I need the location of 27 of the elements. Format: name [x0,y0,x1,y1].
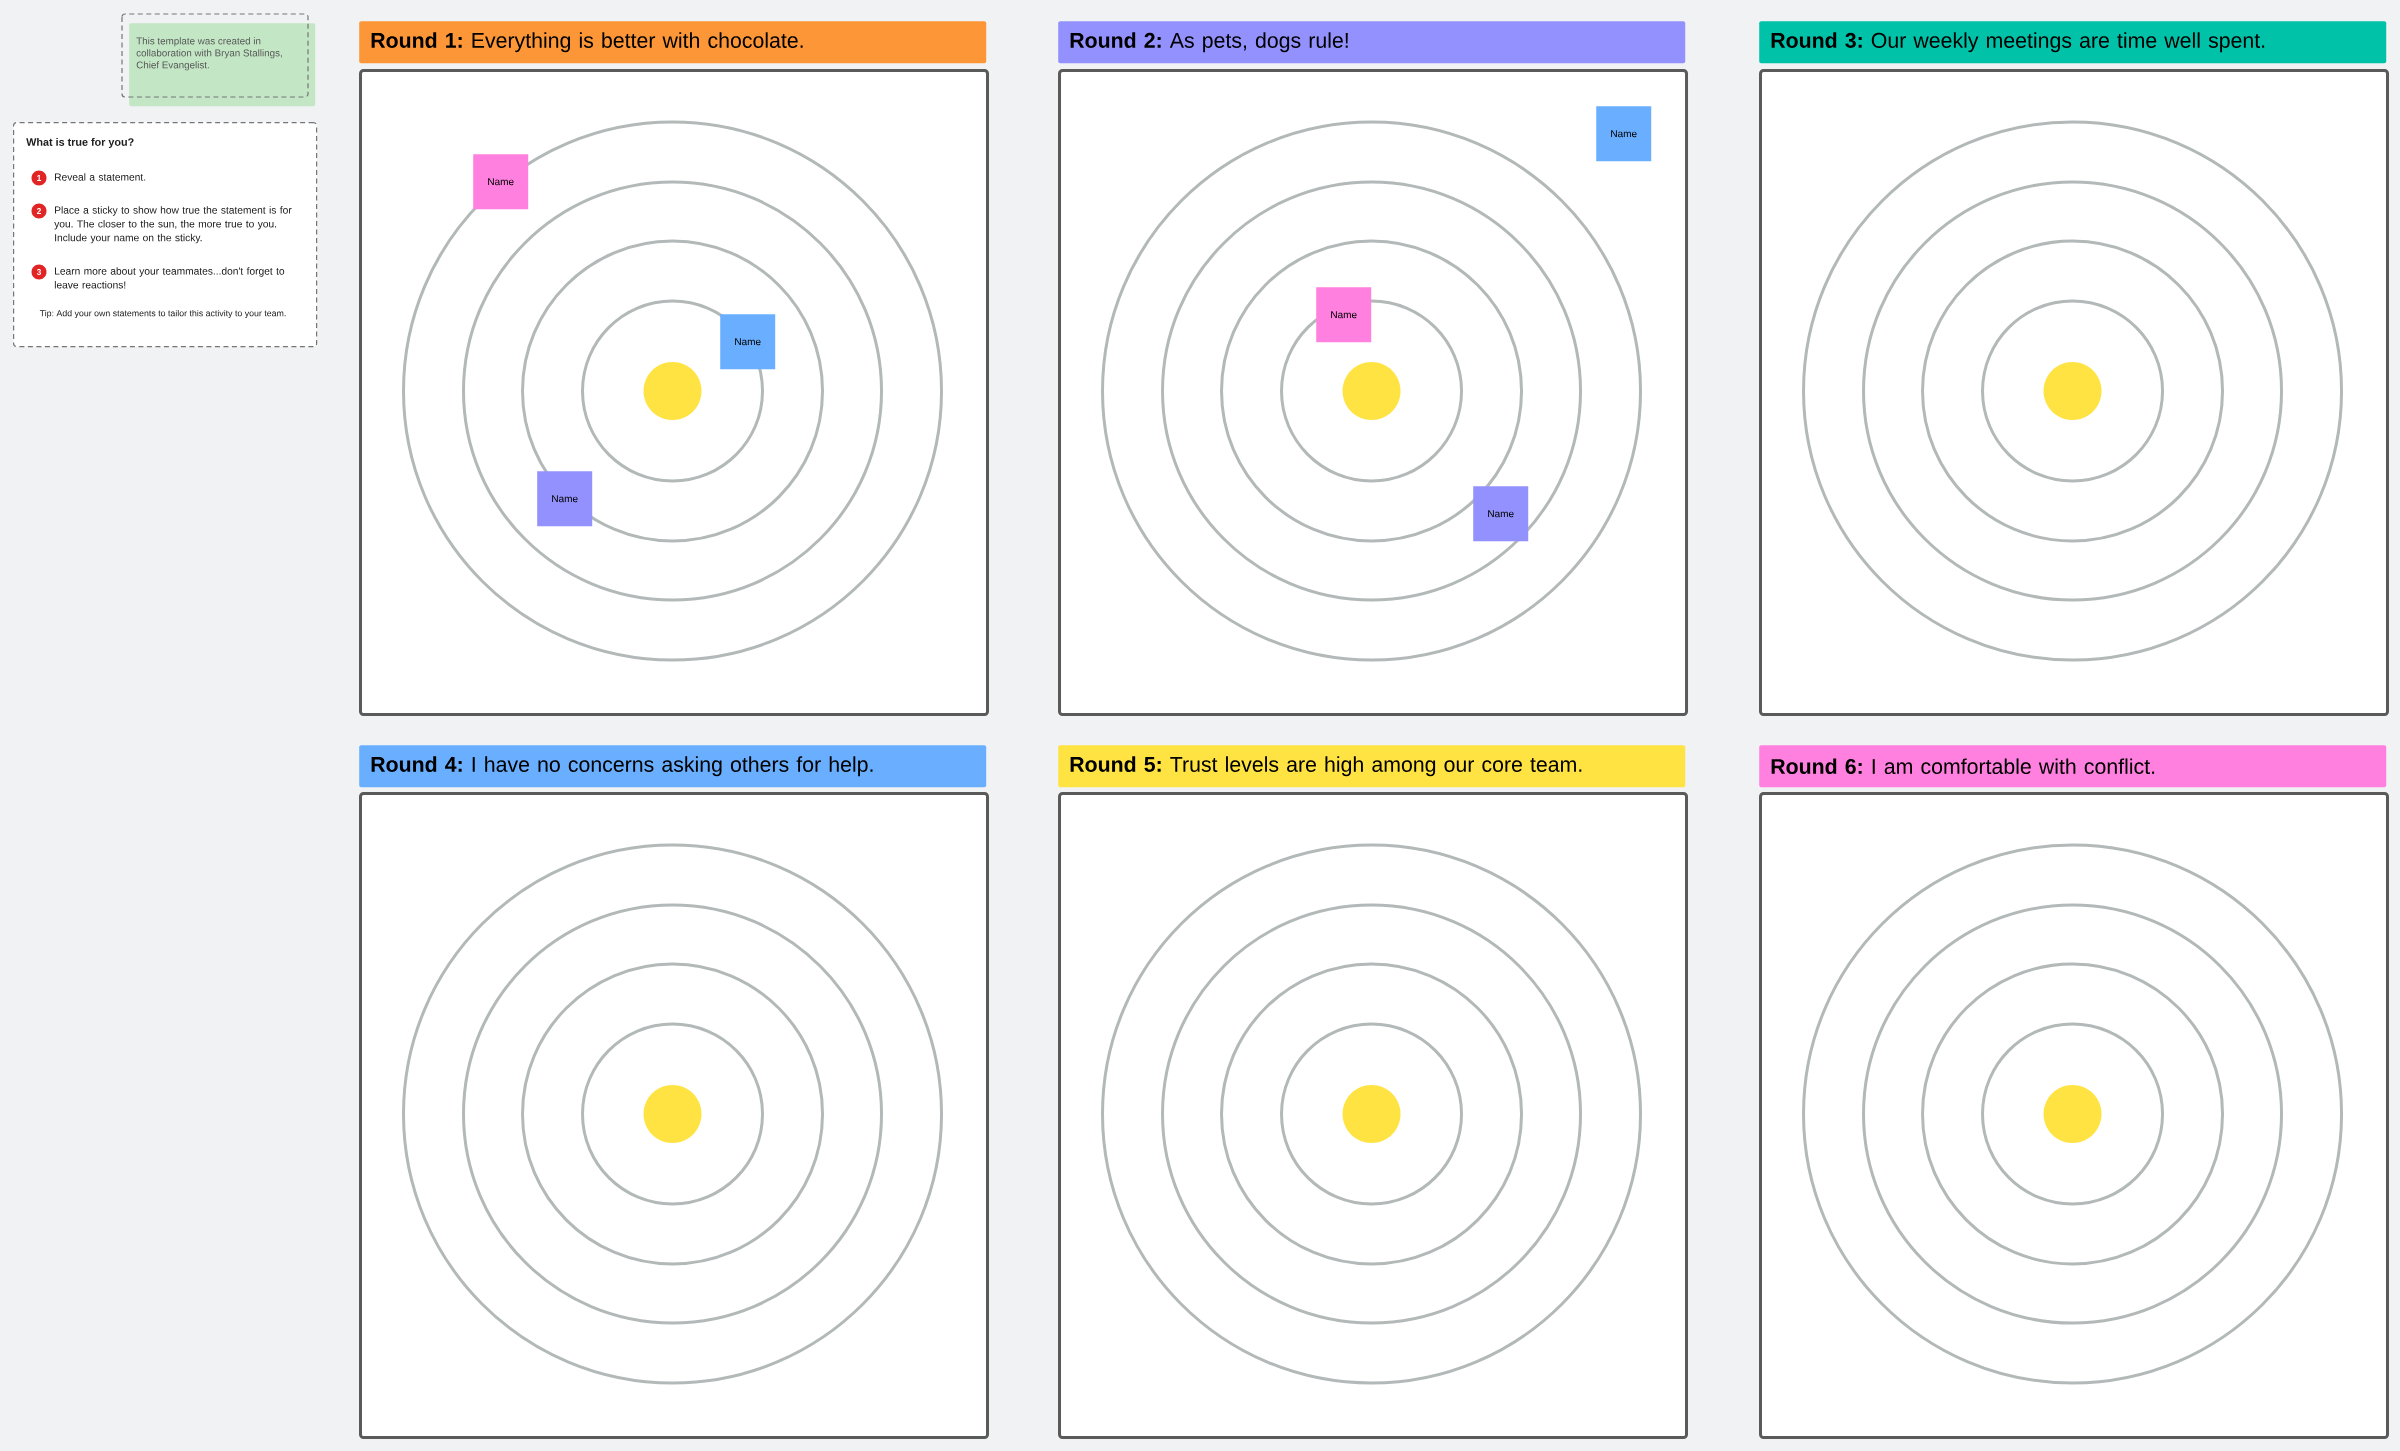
round-header: Round 6: I am comfortable with conflict. [1759,745,2387,788]
step-number: 3 [31,264,47,280]
sticky-note: Name [537,471,593,527]
step-text: Reveal a statement. [55,173,146,181]
round-header: Round 5: Trust levels are high among our core team. [1058,745,1686,788]
sticky-note: Name [1316,287,1372,343]
step-text: Place a sticky to show how true the statement is for you. The closer to the sun, the more true to you. Include your name on the sticky. [54,206,292,244]
round-header: Round 2: As pets, dogs rule! [1058,21,1686,64]
sticky-note: Name [720,314,776,370]
round-header: Round 1: Everything is better with chocolate. [359,21,987,64]
board-frame [359,69,989,716]
round-header: Round 4: I have no concerns asking others for help. [359,745,987,788]
step-number: 1 [31,170,47,186]
board-frame [1058,69,1688,716]
sticky-note: Name [473,154,529,210]
step-number: 2 [31,203,47,219]
board-frame [1058,792,1688,1439]
card-heading: What is true for you? [26,137,134,149]
round-header: Round 3: Our weekly meetings are time well spent. [1759,21,2387,64]
note-card: This template was created in collaboration with Bryan Stallings, Chief Evangelist. [129,23,316,107]
board-frame [359,792,989,1439]
tip-text: Tip: Add your own statements to tailor this activity to your team. [39,309,286,319]
sticky-note: Name [1473,486,1529,542]
step-text: Learn more about your teammates...don't forget to leave reactions! [54,267,285,289]
board-frame [1759,792,2390,1439]
sticky-note: Name [1596,106,1652,162]
board-frame [1759,69,2390,716]
